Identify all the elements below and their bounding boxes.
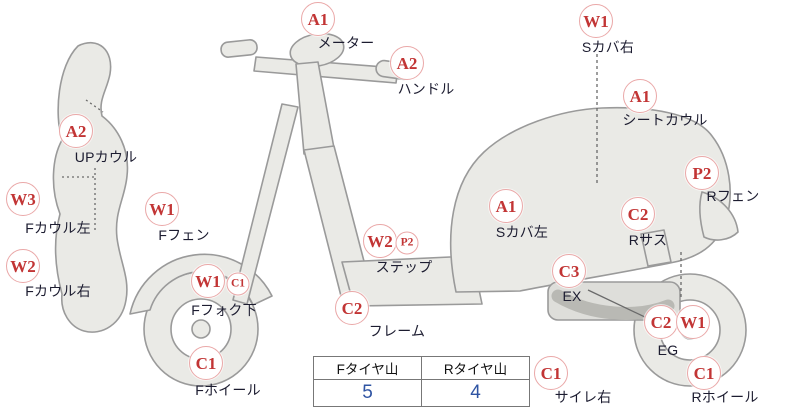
tire-tread-table: Fタイヤ山 Rタイヤ山 5 4 [313, 356, 530, 407]
grade-badge-seat-cowl: A1 [623, 79, 657, 113]
grade-badge-upper-cowl: A2 [59, 114, 93, 148]
part-label-rear-suspension: Rサス [628, 232, 668, 248]
part-label-frame: フレーム [368, 323, 426, 339]
rear-suspension-shape [640, 229, 672, 267]
tire-tread-value-row: 5 4 [313, 379, 530, 407]
grade-badge-step-1: P2 [395, 231, 419, 255]
grade-badge-frame: C2 [335, 291, 369, 325]
cowl-seam-upper [85, 99, 104, 113]
grade-badge-engine-0: C2 [644, 305, 678, 339]
grade-badge-front-fender: W1 [145, 192, 179, 226]
grade-badge-rear-suspension: C2 [621, 197, 655, 231]
rear-tire-tread-header: Rタイヤ山 [421, 356, 530, 380]
part-label-upper-cowl: UPカウル [74, 149, 138, 165]
tire-tread-header-row: Fタイヤ山 Rタイヤ山 [313, 356, 530, 380]
grade-badge-exhaust: C3 [552, 254, 586, 288]
grade-badge-silencer-right: C1 [534, 356, 568, 390]
part-label-front-fender: Fフェン [158, 227, 210, 243]
rear-tire-tread-value: 4 [421, 379, 530, 407]
grade-badge-side-cover-right: W1 [579, 4, 613, 38]
rear-fender-shape [699, 191, 739, 241]
grade-badge-side-cover-left: A1 [489, 189, 523, 223]
part-label-seat-cowl: シートカウル [622, 112, 708, 128]
part-label-exhaust: EX [562, 288, 582, 304]
part-label-side-cover-left: Sカバ左 [495, 224, 549, 240]
part-label-step: ステップ [375, 259, 433, 275]
grade-badge-engine-1: W1 [676, 305, 710, 339]
part-label-front-cowl-right: Fカウル右 [25, 283, 91, 299]
part-label-rear-wheel: Rホイール [691, 389, 759, 405]
grade-badge-front-cowl-left: W3 [6, 182, 40, 216]
part-label-rear-fender: Rフェン [706, 188, 760, 204]
grade-badge-front-wheel: C1 [189, 346, 223, 380]
part-label-meter: メーター [317, 35, 375, 51]
left-grip-shape [220, 39, 258, 58]
grade-badge-step-0: W2 [363, 224, 397, 258]
front-tire-tread-value: 5 [313, 379, 422, 407]
part-label-front-cowl-left: Fカウル左 [25, 220, 91, 236]
grade-badge-front-fork-lower-0: W1 [191, 264, 225, 298]
part-label-side-cover-right: Sカバ右 [581, 39, 635, 55]
handlebar-shape [253, 56, 399, 84]
grade-badge-front-fork-lower-1: C1 [226, 272, 250, 296]
front-fender-shape [129, 253, 273, 315]
grade-badge-front-cowl-right: W2 [6, 249, 40, 283]
front-tire-tread-header: Fタイヤ山 [313, 356, 422, 380]
part-label-handlebar: ハンドル [397, 81, 455, 97]
front-fork-shape [232, 103, 299, 305]
grade-badge-meter: A1 [301, 2, 335, 36]
grade-badge-rear-wheel: C1 [687, 356, 721, 390]
part-label-engine: EG [657, 342, 679, 358]
front-wheel-hub [191, 319, 211, 339]
part-label-silencer-right: サイレ右 [554, 389, 612, 405]
part-label-front-wheel: Fホイール [195, 382, 261, 398]
grade-badge-rear-fender: P2 [685, 156, 719, 190]
part-label-front-fork-lower: Fフォク下 [191, 302, 257, 318]
grade-badge-handlebar: A2 [390, 46, 424, 80]
